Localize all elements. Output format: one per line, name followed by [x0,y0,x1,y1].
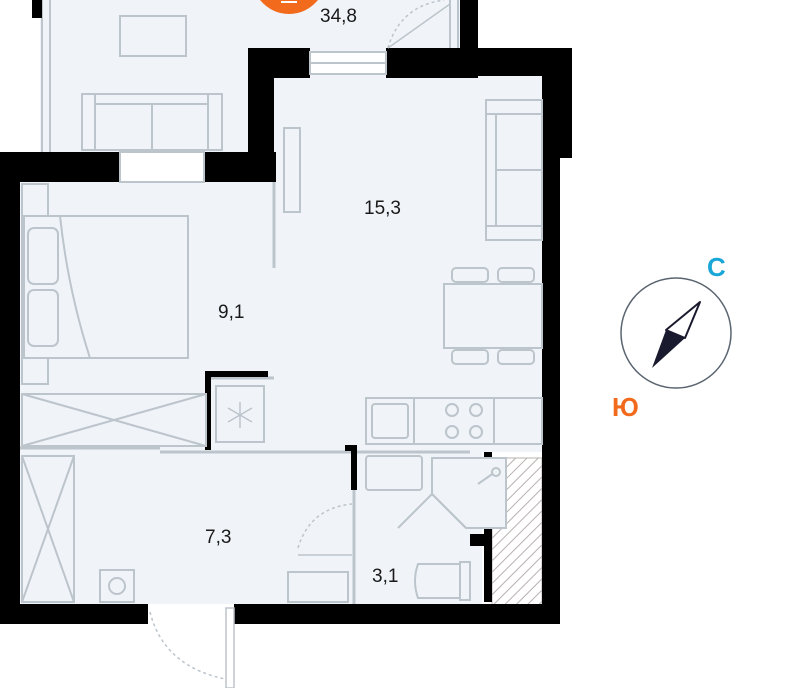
stove-burner [445,403,459,417]
room-labels: 15,3 9,1 7,3 3,1 [205,198,401,587]
balcony [41,0,459,152]
wardrobe-recess [205,371,357,490]
living-furniture [283,99,543,445]
balcony-table [119,15,187,57]
walls [0,0,572,624]
balcony-sofa [81,93,223,151]
south-label: Ю [612,392,639,422]
pillow [27,289,59,347]
bathroom-fixtures [365,455,507,601]
compass-needle-south-icon [652,330,685,368]
bath-door-swing [297,503,353,549]
fridge-snowflake-icon [227,402,253,428]
bathroom-area: 3,1 [372,566,398,587]
bed-blanket [58,215,189,359]
hall-cabinet [287,571,349,603]
entrance-door-swing [149,611,231,681]
stove-burner [445,425,459,439]
kitchen-sink [371,403,409,439]
total-area-value: 34,8 [320,6,357,27]
windows [119,51,387,183]
pillow [27,227,59,285]
compass-ring [620,277,732,389]
sofa [485,99,543,241]
balcony-door-swing [387,0,445,49]
chair [497,349,535,365]
tv-stand [283,127,301,213]
area-badge [260,0,318,14]
total-area: 34,8 [260,0,357,27]
chair [497,267,535,283]
dining-table [443,267,543,365]
hall-furniture [21,455,349,603]
toilet [414,563,461,599]
kitchen-counter [365,397,543,445]
bedroom-area: 9,1 [218,302,244,323]
compass: С Ю [612,252,732,422]
bath-sink [365,455,423,491]
stove-burner [469,403,483,417]
bedroom-window [119,151,205,183]
shower [431,457,507,529]
hall-area: 7,3 [205,527,231,548]
chair [451,349,489,365]
chair [451,267,489,283]
stove-burner [469,425,483,439]
north-label: С [707,252,726,282]
living-room-area: 15,3 [364,198,401,219]
bedroom-furniture [21,183,265,447]
washing-machine [99,569,135,603]
